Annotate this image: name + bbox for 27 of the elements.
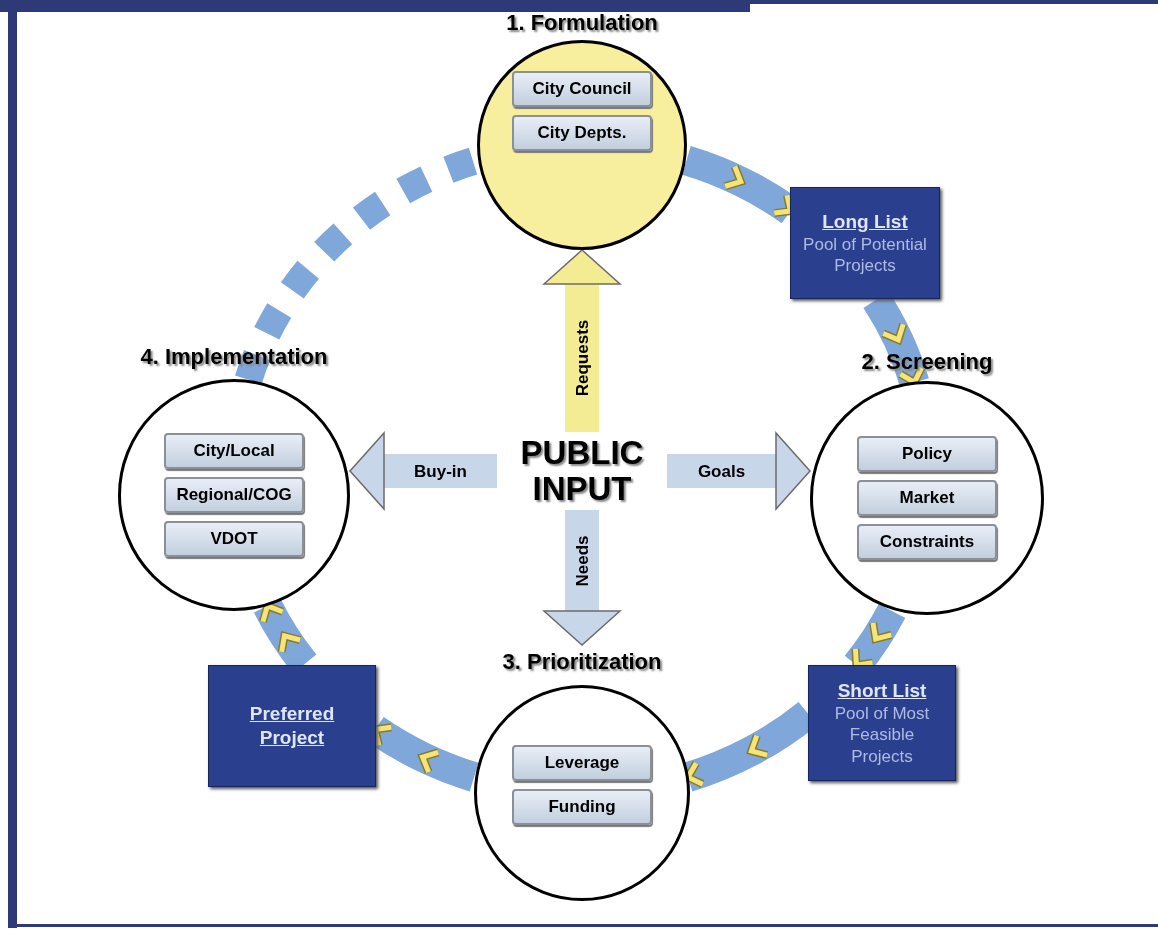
list-box [790, 187, 940, 299]
category-tag: Funding [512, 789, 652, 825]
list-box [208, 665, 376, 787]
list-description: Pool of Most Feasible Projects [833, 703, 931, 767]
block-arrow [543, 510, 621, 646]
list-title: Preferred Project [248, 702, 336, 750]
category-tag: City Council [512, 71, 652, 107]
list-title: Long List [822, 209, 908, 234]
list-description: Pool of Potential Projects [802, 233, 928, 277]
list-title: Short List [837, 679, 927, 703]
category-tag: Policy [857, 436, 997, 472]
category-tag: Leverage [512, 745, 652, 781]
stage-heading: 2. Screening [861, 348, 993, 376]
stage-heading: 3. Prioritization [502, 648, 662, 676]
category-tag: Regional/COG [164, 477, 304, 513]
category-tag: City Depts. [512, 115, 652, 151]
category-tag: Market [857, 480, 997, 516]
category-tag: VDOT [164, 521, 304, 557]
block-arrow [349, 432, 497, 510]
stage-heading: 1. Formulation [506, 9, 658, 37]
category-tag: Constraints [857, 524, 997, 560]
category-tag: City/Local [164, 433, 304, 469]
hub-title: PUBLIC INPUT [497, 432, 667, 510]
block-arrow [667, 432, 811, 510]
list-box [808, 665, 956, 781]
stage-heading: 4. Implementation [140, 343, 328, 371]
block-arrow [543, 249, 621, 432]
